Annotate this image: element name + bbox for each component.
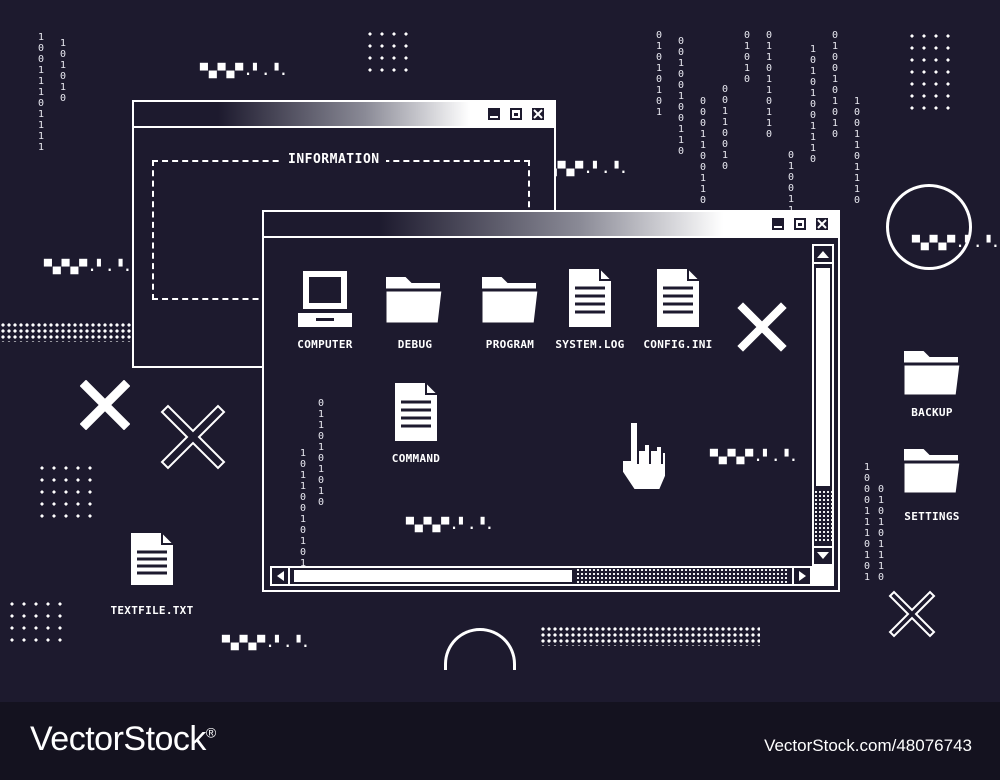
binary-column: 0100101010	[832, 30, 839, 140]
window-title-bar[interactable]	[264, 212, 838, 238]
brand-logo: VectorStock®	[30, 720, 216, 759]
glitch-strip: ▀▄▀▄▀.▘.▝.	[710, 450, 799, 465]
binary-column: 01010	[744, 30, 751, 85]
window-title-bar[interactable]	[134, 102, 554, 128]
document-icon	[655, 267, 701, 329]
outline-x-icon	[888, 590, 936, 638]
document-icon	[567, 267, 613, 329]
scrollbar-corner	[812, 566, 834, 586]
brand-name: VectorStock	[30, 720, 206, 758]
close-x-icon	[80, 380, 130, 430]
hand-cursor-icon	[621, 421, 667, 491]
half-circle-shape	[444, 628, 516, 670]
binary-column: 010101110	[878, 484, 885, 583]
binary-column: 1001101110	[854, 96, 861, 206]
binary-column: 101010	[60, 38, 67, 104]
circle-shape	[886, 184, 972, 270]
minimize-icon	[774, 226, 782, 228]
close-button[interactable]	[814, 216, 830, 232]
file-item-label: SYSTEM.LOG	[555, 338, 625, 351]
arrow-right-icon	[799, 571, 806, 581]
glitch-strip: ▀▄▀▄▀.▘.▝.	[222, 636, 311, 651]
desktop-icon-label: TEXTFILE.TXT	[110, 604, 194, 617]
binary-column: 10101001110	[810, 44, 817, 165]
folder-icon[interactable]	[900, 442, 964, 498]
binary-column: 10011101111	[38, 32, 45, 153]
binary-column: 0110101010	[318, 398, 325, 508]
dot-grid	[6, 598, 70, 644]
file-item-system-log[interactable]: SYSTEM.LOG	[548, 264, 632, 354]
folder-icon	[479, 275, 541, 326]
outline-x-icon	[160, 404, 226, 470]
folder-icon[interactable]	[900, 344, 964, 400]
binary-column: 10110010101	[300, 448, 307, 569]
horizontal-scrollbar[interactable]	[270, 566, 812, 586]
file-item-program[interactable]: PROGRAM	[464, 264, 556, 354]
pixel-cluster	[36, 462, 100, 526]
scroll-thumb[interactable]	[294, 570, 572, 582]
file-item-label: DEBUG	[397, 338, 433, 351]
file-item-computer[interactable]: COMPUTER	[284, 264, 366, 354]
glitch-strip: ▀▄▀▄▀.▘.▝.	[44, 260, 133, 275]
glitch-strip: ▀▄▀▄▀.▘.▝.	[200, 64, 289, 79]
footer-bar: VectorStock® VectorStock.com/48076743	[0, 702, 1000, 780]
pixel-cluster	[364, 28, 414, 72]
scroll-track	[814, 490, 832, 542]
close-icon	[817, 219, 827, 229]
registered-mark: ®	[205, 724, 216, 741]
stock-url: VectorStock.com/48076743	[764, 736, 972, 755]
scroll-track	[576, 568, 788, 584]
arrow-left-icon	[277, 571, 284, 581]
minimize-icon	[490, 116, 498, 118]
binary-column: 00100100110	[678, 36, 685, 157]
scroll-up-button[interactable]	[814, 246, 832, 264]
desktop-icon-label: SETTINGS	[904, 510, 960, 523]
scroll-down-button[interactable]	[814, 546, 832, 564]
close-button[interactable]	[530, 106, 546, 122]
file-item-label: COMMAND	[391, 452, 441, 465]
binary-column: 0001100110	[700, 96, 707, 206]
maximize-icon	[796, 220, 804, 228]
document-icon[interactable]	[128, 530, 176, 588]
scroll-left-button[interactable]	[272, 568, 290, 584]
error-x-icon	[737, 302, 787, 352]
folder-icon	[383, 275, 445, 326]
glitch-strip: ▀▄▀▄▀.▘.▝.	[912, 236, 1000, 251]
vertical-scrollbar[interactable]	[812, 244, 834, 566]
desktop-icon-label: BACKUP	[911, 406, 953, 419]
file-item-label: COMPUTER	[297, 338, 353, 351]
binary-column: 0110110110	[766, 30, 773, 140]
dot-grid	[906, 30, 956, 110]
scroll-thumb[interactable]	[816, 268, 830, 486]
binary-column: 00110010	[722, 84, 729, 172]
glitch-strip: ▀▄▀▄▀.▘.▝.	[406, 518, 495, 533]
dot-strip	[540, 626, 760, 646]
glitch-strip: ▀▄▀▄▀.▘.▝.	[540, 162, 629, 177]
arrow-down-icon	[817, 552, 829, 559]
window-title: INFORMATION	[282, 152, 386, 167]
file-item-command[interactable]: COMMAND	[374, 378, 458, 468]
file-item-label: PROGRAM	[485, 338, 535, 351]
document-icon	[393, 381, 439, 443]
scroll-right-button[interactable]	[792, 568, 810, 584]
minimize-button[interactable]	[486, 106, 502, 122]
file-item-config-ini[interactable]: CONFIG.INI	[636, 264, 720, 354]
file-browser-window[interactable]: COMPUTER DEBUG PROGRAM SYSTEM.LOG CONFIG…	[262, 210, 840, 592]
file-item-debug[interactable]: DEBUG	[374, 264, 456, 354]
maximize-button[interactable]	[508, 106, 524, 122]
minimize-button[interactable]	[770, 216, 786, 232]
maximize-button[interactable]	[792, 216, 808, 232]
computer-icon	[296, 269, 354, 329]
file-item-label: CONFIG.INI	[643, 338, 713, 351]
close-icon	[533, 109, 543, 119]
binary-column: 01010101	[656, 30, 663, 118]
arrow-up-icon	[817, 251, 829, 258]
maximize-icon	[512, 110, 520, 118]
binary-column: 10001110101	[864, 462, 871, 583]
